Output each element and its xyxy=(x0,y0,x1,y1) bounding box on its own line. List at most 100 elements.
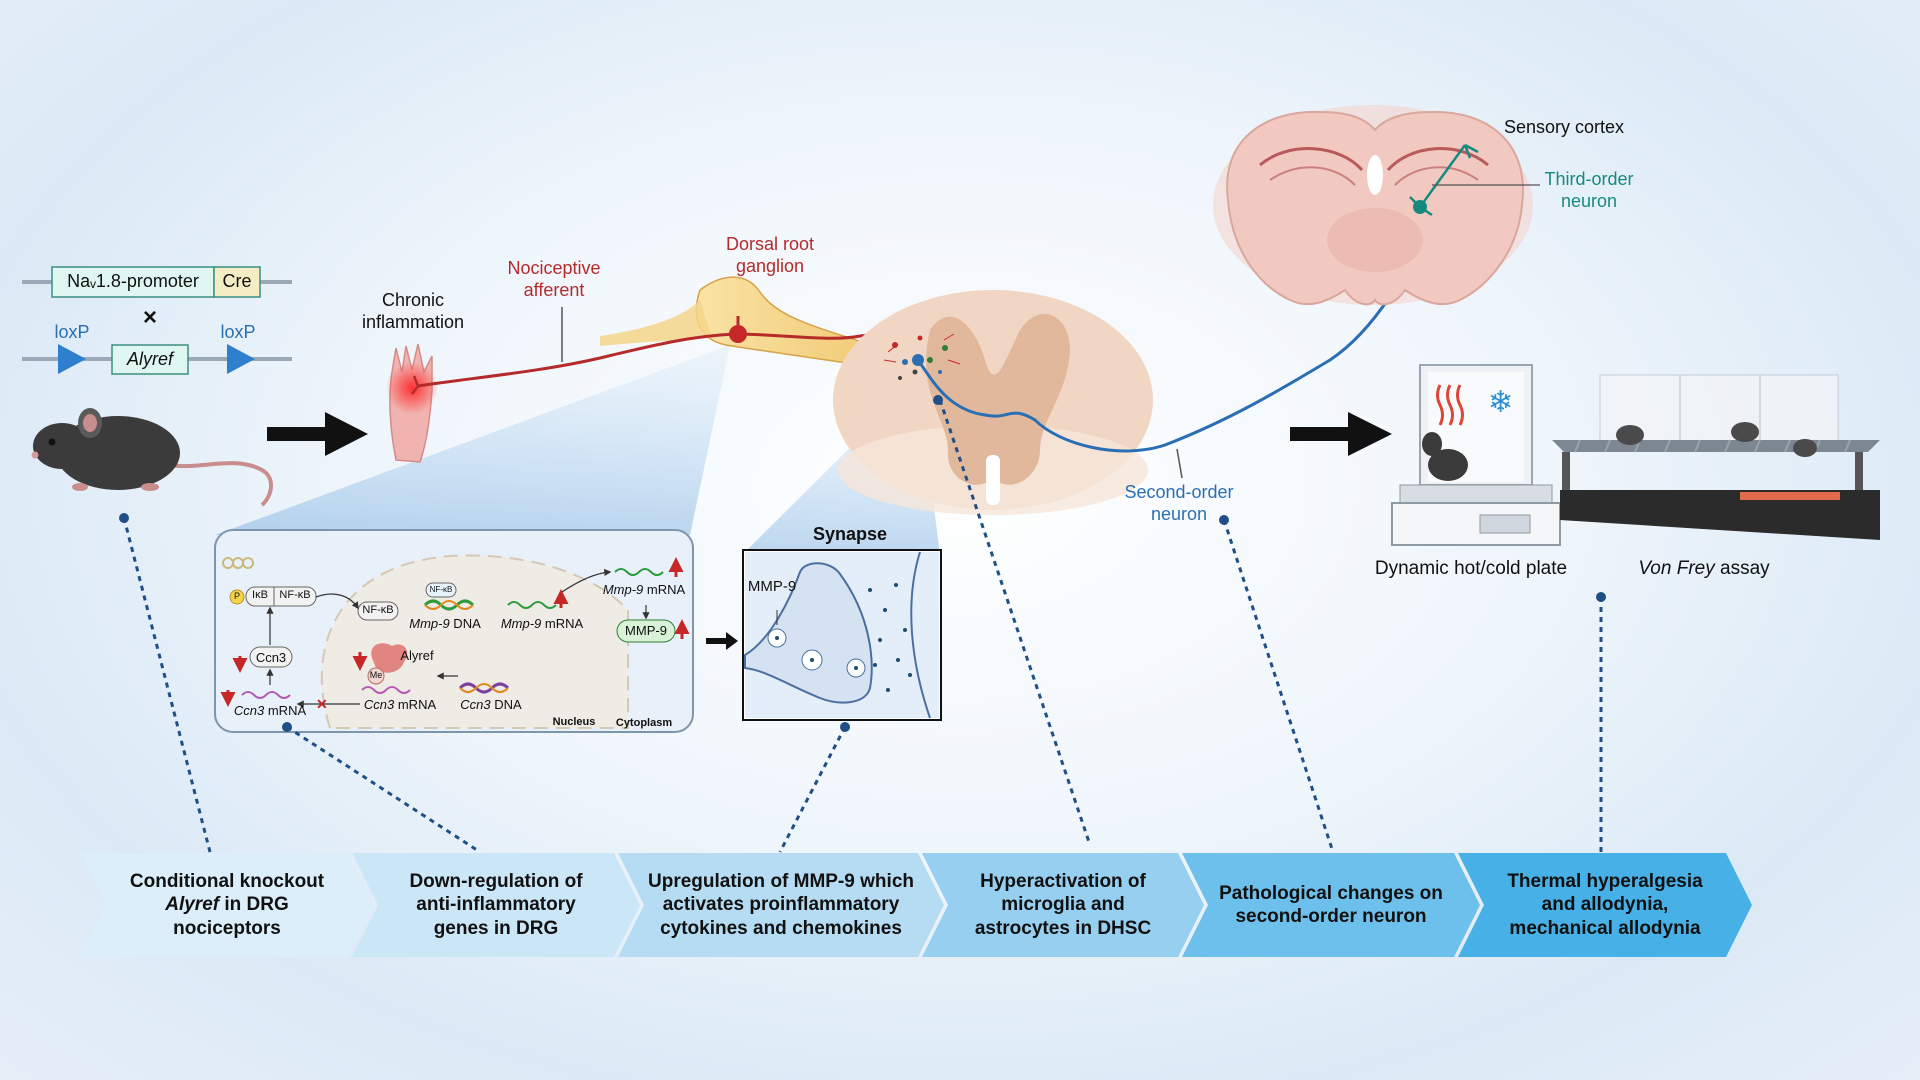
step-2-line2: anti-inflammatory xyxy=(416,894,576,916)
step-chevron-3 xyxy=(618,853,944,957)
cross-symbol: × xyxy=(142,304,157,331)
von-frey-label: Von Frey assay xyxy=(1604,558,1804,581)
brain-section xyxy=(1213,105,1533,306)
mouse-illustration xyxy=(31,408,273,507)
inflamed-paw xyxy=(386,343,438,463)
step-4-text: Hyperactivation of microglia and astrocy… xyxy=(948,853,1178,957)
von-frey-rest: assay xyxy=(1714,558,1770,579)
nfkb-bound-label: NF-κB xyxy=(429,585,453,594)
nfkb-free-label: NF-κB xyxy=(362,604,394,616)
step-5-line1: Pathological changes on xyxy=(1219,882,1443,904)
arrow-panel-to-synapse xyxy=(706,632,738,650)
ccn3-dna-rest: DNA xyxy=(490,697,522,712)
ccn3-mrna-nuclear-rest: mRNA xyxy=(394,697,437,712)
loxp-triangle-left xyxy=(58,344,86,374)
steps-banner xyxy=(80,853,1752,957)
ccn3-dna-italic: Ccn3 xyxy=(460,697,491,712)
svg-text:✕: ✕ xyxy=(316,696,328,712)
step-1-text: Conditional knockout Alyref in DRG nocic… xyxy=(106,853,348,957)
step-chevron-2 xyxy=(352,853,640,957)
sensory-cortex-label: Sensory cortex xyxy=(1503,117,1625,137)
step-1-line1: Conditional knockout xyxy=(129,871,325,893)
mmp9-mrna-cyto-label: Mmp-9 mRNA xyxy=(596,582,692,598)
step-chevron-1 xyxy=(80,853,374,957)
ccn3-dna-label: Ccn3 DNA xyxy=(446,697,536,713)
me-label: Me xyxy=(369,670,383,680)
mmp9-mrna-cyto-italic: Mmp-9 xyxy=(602,582,644,597)
step-chevron-5 xyxy=(1182,853,1480,957)
alyref-gene-label: Alyref xyxy=(126,349,173,369)
loxp-left-label: loxP xyxy=(54,322,90,342)
mmp9-mrna-rest: mRNA xyxy=(541,616,584,631)
second-order-neuron-label: Second-order neuron xyxy=(1124,482,1234,524)
chronic-inflammation-label: Chronic inflammation xyxy=(361,290,465,332)
mmp9-dna-italic: Mmp-9 xyxy=(409,616,450,631)
loxp-right-label: loxP xyxy=(220,322,256,342)
mmp9-mrna-cyto-rest: mRNA xyxy=(643,582,686,597)
synapse-panel xyxy=(742,549,942,721)
step-4-line1: Hyperactivation of xyxy=(980,871,1146,893)
third-order-neuron-label: Third-order neuron xyxy=(1544,169,1634,211)
dorsal-root-ganglion-label: Dorsal root ganglion xyxy=(725,234,815,276)
step-6-line3: mechanical allodynia xyxy=(1509,917,1701,939)
ccn3-mrna-nuclear-label: Ccn3 mRNA xyxy=(352,697,448,713)
mmp9-mrna-italic: Mmp-9 xyxy=(500,616,542,631)
p-label: P xyxy=(233,591,240,601)
drg-zoom-panel: ✕ xyxy=(214,529,694,733)
third-order-neuron-fiber xyxy=(1409,143,1479,217)
step-3-line3: cytokines and chemokines xyxy=(660,917,902,939)
loxp-triangle-right xyxy=(227,344,255,374)
nucleus-label: Nucleus xyxy=(552,716,596,728)
ccn3-mrna-nuclear-italic: Ccn3 xyxy=(363,697,395,712)
mmp9-mrna-label: Mmp-9 mRNA xyxy=(492,616,592,632)
genetic-construct xyxy=(22,266,292,375)
step-6-line1: Thermal hyperalgesia xyxy=(1507,871,1703,893)
step-3-text: Upregulation of MMP-9 which activates pr… xyxy=(636,853,926,957)
glia-cluster xyxy=(883,333,961,380)
step-5-text: Pathological changes on second-order neu… xyxy=(1208,853,1454,957)
step-5-line2: second-order neuron xyxy=(1235,906,1427,927)
arrow-to-behavior xyxy=(1290,412,1392,456)
hot-cold-plate: ❄ xyxy=(1391,364,1561,546)
step-3-line1: Upregulation of MMP-9 which xyxy=(648,871,914,893)
mmp9-dna-rest: DNA xyxy=(449,616,481,631)
step-2-line3: genes in DRG xyxy=(433,917,559,939)
alyref-protein-label: Alyref xyxy=(400,648,434,663)
step-chevron-6 xyxy=(1458,853,1752,957)
ccn3-mrna-cyto-italic: Ccn3 xyxy=(233,703,265,718)
drg-soma xyxy=(729,325,747,343)
von-frey-apparatus xyxy=(1552,374,1880,540)
second-order-neuron-fiber xyxy=(916,214,1434,453)
cytoplasm-label: Cytoplasm xyxy=(615,717,673,729)
step-1-line2: Alyref in DRG xyxy=(130,893,324,916)
spinal-cord xyxy=(833,290,1153,515)
ccn3-mrna-cyto-rest: mRNA xyxy=(264,703,307,718)
step-1-gene: Alyref xyxy=(165,894,220,916)
step-chevron-4 xyxy=(922,853,1204,957)
arrow-to-inflammation xyxy=(267,412,368,456)
nociceptive-afferent-label: Nociceptive afferent xyxy=(507,258,601,300)
hot-cold-plate-label: Dynamic hot/cold plate xyxy=(1374,558,1568,579)
svg-text:❄: ❄ xyxy=(1488,385,1513,420)
mmp9-dna-label: Mmp-9 DNA xyxy=(400,616,490,632)
ccn3-protein-label: Ccn3 xyxy=(255,650,287,665)
step-2-line1: Down-regulation of xyxy=(409,871,583,893)
leader-dots xyxy=(119,395,1606,732)
step-4-line2: microglia and xyxy=(1001,894,1125,916)
step-1-line2-rest: in DRG xyxy=(219,894,289,916)
synapse-title: Synapse xyxy=(812,524,888,544)
step-3-line2: activates proinflammatory xyxy=(662,894,900,916)
ccn3-mrna-cyto-label: Ccn3 mRNA xyxy=(222,703,318,719)
step-1-line3: nociceptors xyxy=(173,917,281,939)
von-frey-italic: Von Frey xyxy=(1638,558,1715,579)
ikb-label: IκB xyxy=(252,589,268,601)
nfkb-label: NF-κB xyxy=(279,589,311,601)
cre-label: Cre xyxy=(222,271,252,291)
drg-zoom-beam xyxy=(215,345,730,535)
dotted-leader-lines xyxy=(122,399,1603,854)
promoter-label: Naᵥ1.8-promoter xyxy=(67,271,199,291)
synapse-mmp9-label: MMP-9 xyxy=(747,578,797,595)
step-6-text: Thermal hyperalgesia and allodynia, mech… xyxy=(1484,853,1726,957)
mmp9-protein-label: MMP-9 xyxy=(625,623,667,638)
